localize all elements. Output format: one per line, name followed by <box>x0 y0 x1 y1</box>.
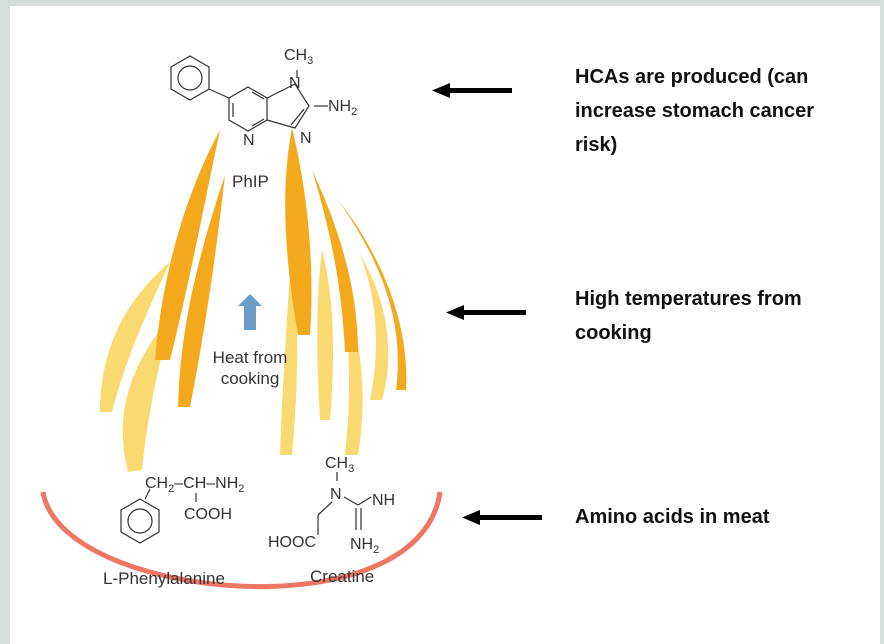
label-hcas-line1: HCAs are produced (can <box>575 66 809 88</box>
flames-dark <box>155 128 407 407</box>
phip-molecule <box>170 55 328 132</box>
label-hcas-line3: risk) <box>575 134 618 156</box>
phip-methyl: CH3 <box>284 47 313 67</box>
creatine-amino: NH2 <box>350 536 379 556</box>
label-hcas: HCAs are produced (can increase stomach … <box>575 60 814 162</box>
label-temperature-line2: cooking <box>575 322 652 344</box>
flame <box>285 128 312 335</box>
flame <box>317 250 334 420</box>
phip-n-bottom: N <box>243 132 255 149</box>
arrow-amino <box>462 510 542 525</box>
arrow-temperature <box>446 305 526 320</box>
flame <box>338 200 407 390</box>
flame <box>178 175 225 407</box>
phenylalanine-carboxyl: COOH <box>184 506 232 523</box>
heat-label-line1: Heat from <box>213 348 288 367</box>
creatine-imine: NH <box>372 492 395 509</box>
heat-arrow <box>238 294 262 330</box>
frame-top <box>0 0 884 6</box>
label-temperature: High temperatures from cooking <box>575 282 802 350</box>
creatine-name: Creatine <box>310 567 374 586</box>
label-hcas-line2: increase stomach cancer <box>575 100 815 122</box>
phip-n-top: N <box>289 75 301 92</box>
flames-light <box>100 240 389 472</box>
flame <box>155 130 220 360</box>
phenylalanine-molecule <box>120 488 197 544</box>
creatine-n: N <box>330 486 342 503</box>
meat-bowl <box>40 491 443 589</box>
flame <box>100 262 170 412</box>
flame <box>360 255 389 400</box>
pointer-arrows <box>432 83 542 525</box>
flame <box>338 280 363 455</box>
phenylalanine-name: L-Phenylalanine <box>103 569 225 588</box>
heat-label-line2: cooking <box>221 369 280 388</box>
arrow-hcas <box>432 83 512 98</box>
flame <box>312 170 358 352</box>
phip-n-right: N <box>300 130 312 147</box>
creatine-carboxyl: HOOC <box>268 534 316 551</box>
label-amino: Amino acids in meat <box>575 500 770 534</box>
label-temperature-line1: High temperatures from <box>575 288 802 310</box>
creatine-molecule <box>317 472 372 535</box>
label-amino-line1: Amino acids in meat <box>575 506 770 528</box>
frame-left <box>0 0 10 644</box>
frame-right <box>880 0 884 644</box>
phip-amino: NH2 <box>328 98 357 118</box>
phip-name: PhIP <box>232 172 269 191</box>
creatine-methyl: CH3 <box>325 455 354 475</box>
phenylalanine-chain: CH2–CH–NH2 <box>145 475 244 495</box>
